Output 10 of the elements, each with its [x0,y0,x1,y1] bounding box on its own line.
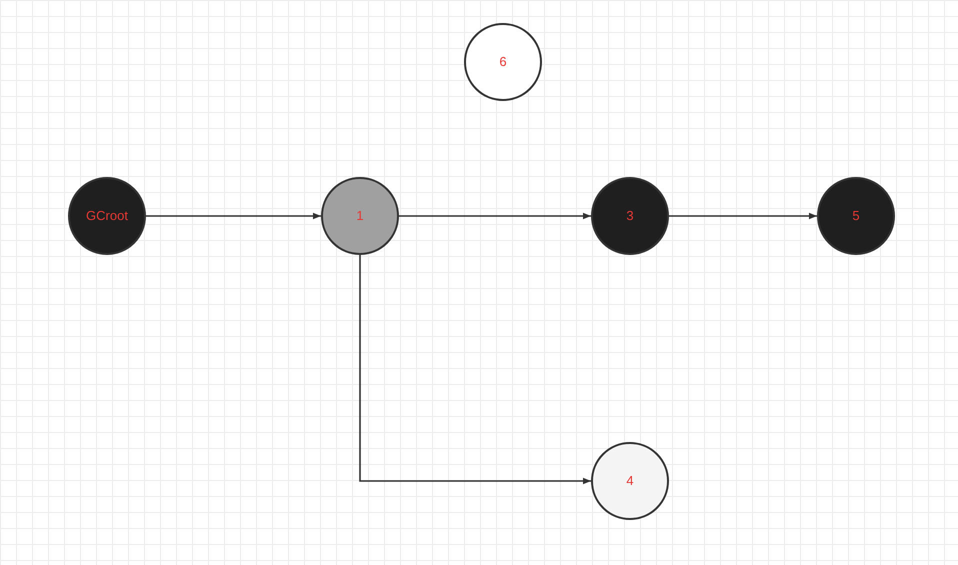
node-label: 3 [626,207,634,226]
arrow [146,212,321,220]
node-label: 1 [356,207,364,226]
node-label: GCroot [86,207,128,226]
node-label: 6 [499,53,507,72]
node-label: 4 [626,472,634,490]
node-label: 5 [852,207,860,226]
arrow [399,212,591,220]
arrow [669,212,817,220]
arrow [359,255,591,484]
